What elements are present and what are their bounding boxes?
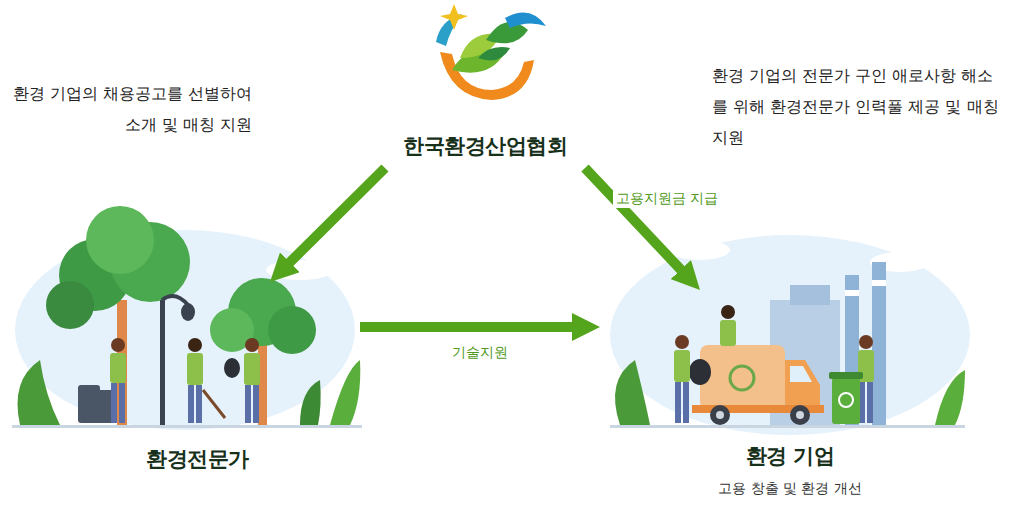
logo xyxy=(436,4,546,100)
edge-label: 고용지원금 지급 xyxy=(613,190,721,208)
flow-arrow xyxy=(360,322,580,332)
node-title: 환경전문가 xyxy=(146,445,249,473)
node-title: 환경 기업 xyxy=(746,442,835,470)
party-box: 환경전문가 xyxy=(35,282,360,477)
edge-label: 기술지원 xyxy=(449,344,511,362)
organization-box: 한국환경산업협회 xyxy=(385,122,585,168)
company-scene xyxy=(610,235,970,435)
description-note: 환경 기업의 채용공고를 선별하여 소개 및 매칭 지원 xyxy=(12,78,252,140)
node-title: 한국환경산업협회 xyxy=(403,132,567,160)
description-note: 환경 기업의 전문가 구인 애로사항 해소를 위해 환경전문가 인력풀 제공 및… xyxy=(712,60,1008,153)
flow-arrow xyxy=(585,168,686,275)
party-box: 환경 기업고용 창출 및 환경 개선 xyxy=(600,290,980,502)
node-caption: 고용 창출 및 환경 개선 xyxy=(718,480,862,498)
expert-scene xyxy=(12,206,362,430)
flow-arrow xyxy=(284,168,385,268)
